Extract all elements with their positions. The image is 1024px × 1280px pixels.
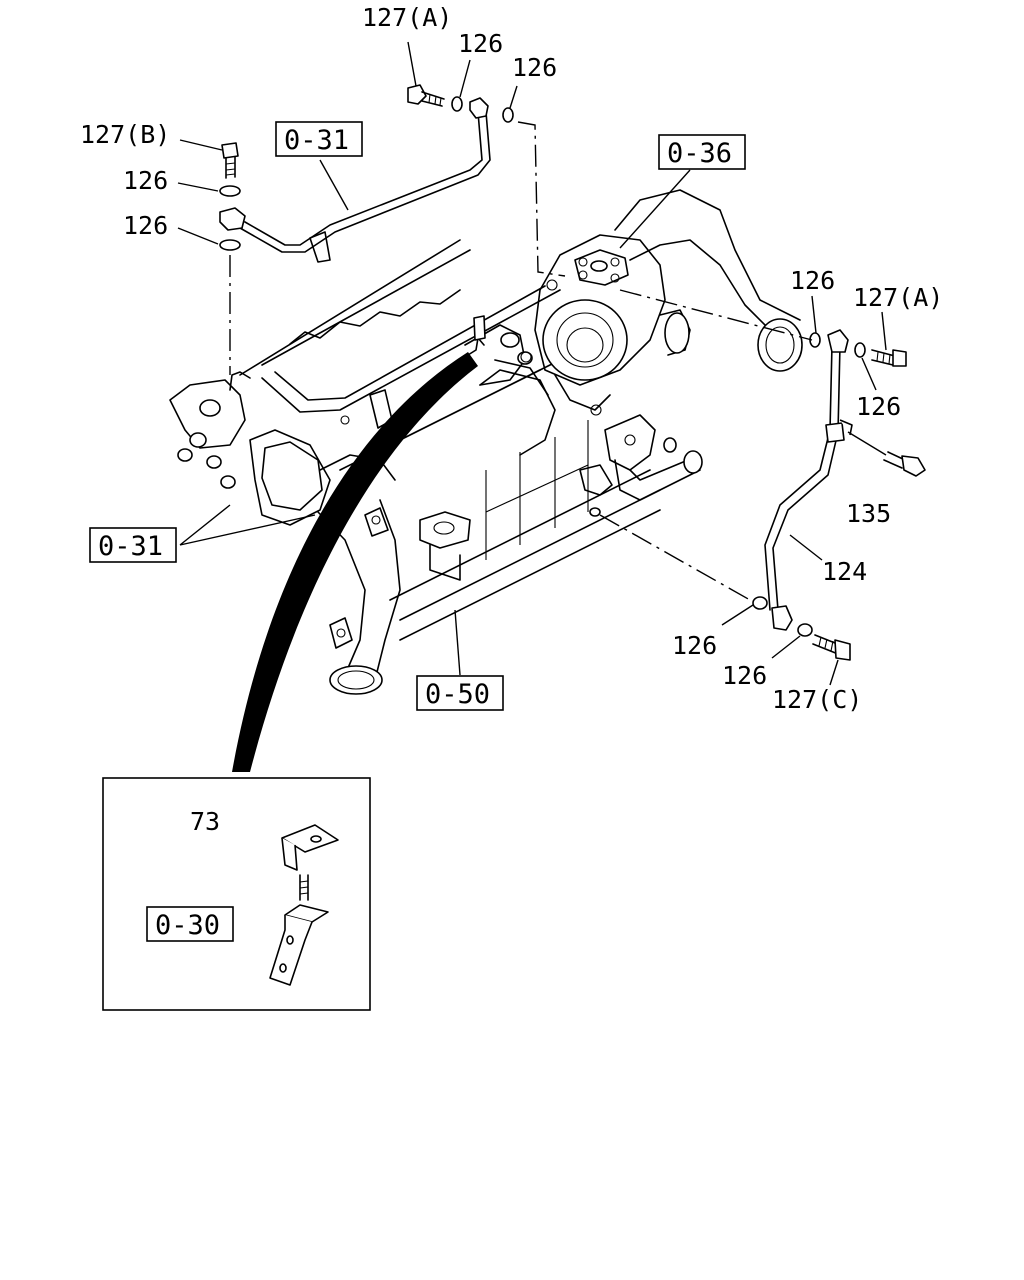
oil-return-pipe-124: [764, 329, 853, 631]
ref-box-0-31-top: 0-31: [284, 125, 349, 156]
detail-inset: [102, 777, 371, 1011]
ref-box-0-30: 0-30: [155, 910, 220, 941]
label-127a-top: 127(A): [362, 3, 452, 32]
turbocharger: [520, 189, 803, 416]
part-labels: 127(A) 126 126 127(B) 126 126 126 127(A)…: [80, 3, 943, 836]
ref-box-0-50: 0-50: [425, 679, 490, 710]
ref-box-0-31-left: 0-31: [98, 531, 163, 562]
label-126-top-b: 126: [512, 53, 557, 82]
label-127a-right: 127(A): [853, 283, 943, 312]
label-126-bottom-b: 126: [722, 661, 767, 690]
label-126-top-a: 126: [458, 29, 503, 58]
label-126-left-a: 126: [123, 166, 168, 195]
exhaust-manifold-left: [169, 371, 401, 695]
label-126-bottom-a: 126: [672, 631, 717, 660]
label-126-right-b: 126: [856, 392, 901, 421]
oil-return-fitting: [579, 414, 703, 517]
label-127c: 127(C): [772, 685, 862, 714]
label-135: 135: [846, 499, 891, 528]
detail-callout-sweep: [232, 315, 486, 772]
centerlines: [229, 121, 813, 601]
label-127b: 127(B): [80, 120, 170, 149]
engine-head: [239, 239, 661, 641]
ref-box-0-36: 0-36: [667, 138, 732, 169]
fasteners: [219, 84, 926, 661]
label-126-right-a: 126: [790, 266, 835, 295]
exhaust-manifold-center: [419, 324, 556, 581]
reference-boxes: 0-31 0-36 0-31 0-50 0-30: [89, 121, 746, 942]
label-73: 73: [190, 807, 220, 836]
oil-feed-pipe: [219, 97, 491, 263]
label-124: 124: [822, 557, 867, 586]
label-126-left-b: 126: [123, 211, 168, 240]
